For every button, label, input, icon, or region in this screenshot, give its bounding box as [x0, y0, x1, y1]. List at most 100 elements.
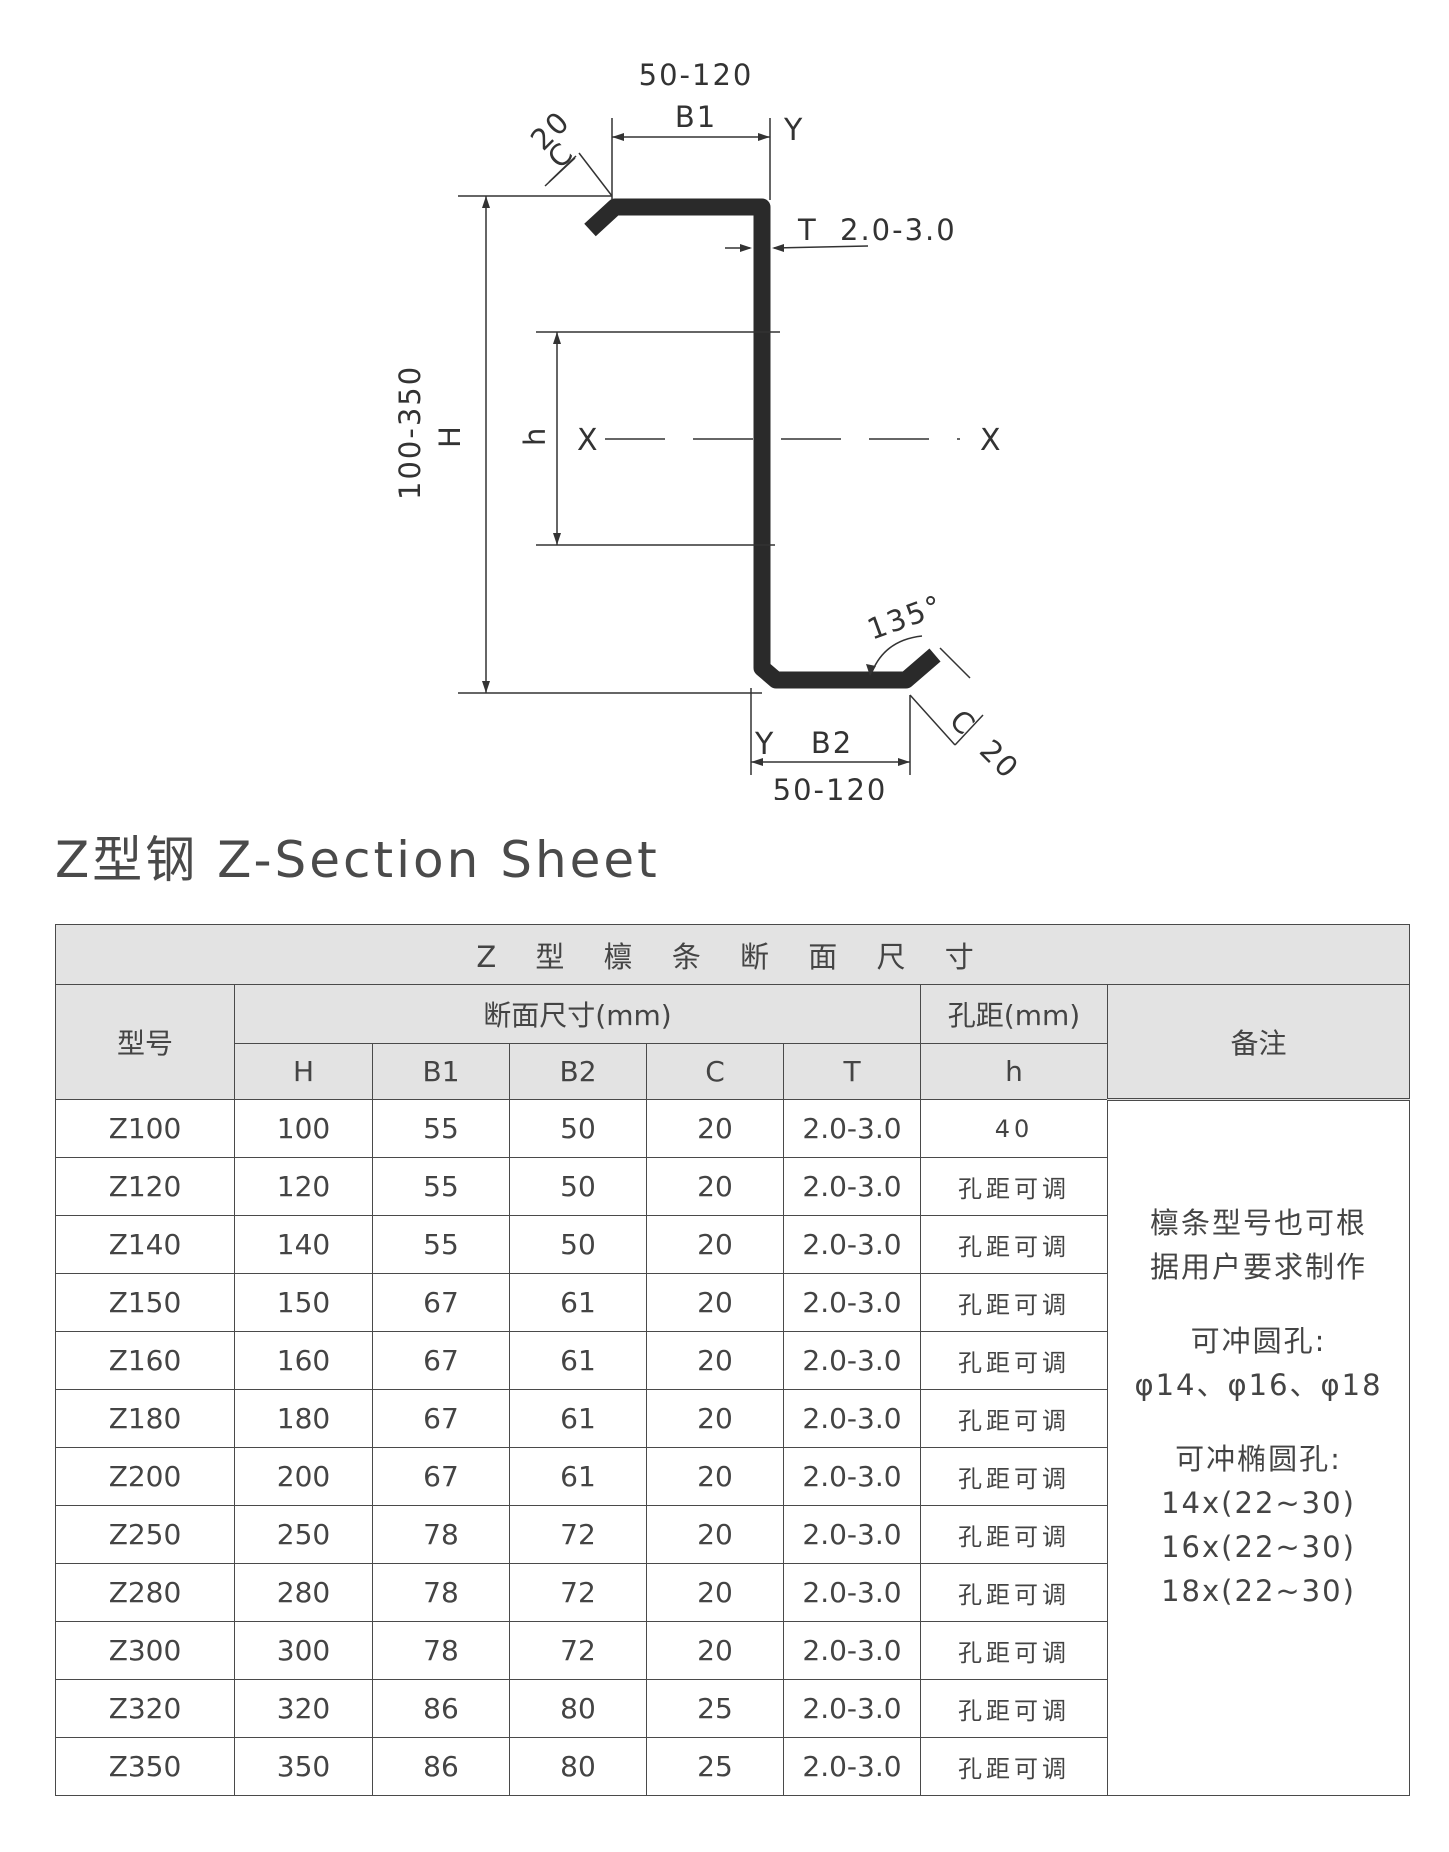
- table-row: Z120 120 55 50 20 2.0-3.0 孔距可调: [55, 1157, 1410, 1216]
- t-leader-right: [773, 245, 869, 249]
- col-header-b1: B1: [372, 1043, 510, 1100]
- cell-model: Z180: [55, 1389, 235, 1448]
- cell-model: Z250: [55, 1505, 235, 1564]
- cell-b1: 78: [372, 1505, 510, 1564]
- cell-b1: 67: [372, 1389, 510, 1448]
- table-row: Z250 250 78 72 20 2.0-3.0 孔距可调: [55, 1505, 1410, 1564]
- notes-line-8: 18x(22~30): [1161, 1574, 1356, 1608]
- cell-t: 2.0-3.0: [783, 1563, 921, 1622]
- hole-h-label: h: [518, 426, 552, 446]
- cell-c: 20: [646, 1563, 784, 1622]
- lip-bottom-dim: [954, 714, 984, 746]
- top-width-range-label: 50-120: [639, 58, 754, 92]
- cell-h: 350: [234, 1737, 373, 1796]
- cell-c: 20: [646, 1273, 784, 1332]
- cell-c: 20: [646, 1331, 784, 1390]
- cell-b1: 67: [372, 1273, 510, 1332]
- table-row: Z350 350 86 80 25 2.0-3.0 孔距可调: [55, 1737, 1410, 1796]
- cell-b1: 55: [372, 1157, 510, 1216]
- col-header-notes: 备注: [1106, 984, 1411, 1100]
- table-row: Z140 140 55 50 20 2.0-3.0 孔距可调: [55, 1215, 1410, 1274]
- cell-t: 2.0-3.0: [783, 1447, 921, 1506]
- notes-cell: 檩条型号也可根 据用户要求制作 可冲圆孔: φ14、φ16、φ18 可冲椭圆孔:…: [1106, 1098, 1411, 1796]
- cell-c: 20: [646, 1621, 784, 1680]
- angle-arrow: [866, 664, 876, 676]
- table-row: Z320 320 86 80 25 2.0-3.0 孔距可调: [55, 1679, 1410, 1738]
- table-header-row-1: 型号 断面尺寸(mm) 孔距(mm) 备注: [55, 984, 1411, 1100]
- cell-b2: 61: [509, 1331, 647, 1390]
- col-header-t: T: [783, 1043, 921, 1100]
- cell-c: 20: [646, 1099, 784, 1158]
- cell-t: 2.0-3.0: [783, 1099, 921, 1158]
- lip-top-ext-2: [578, 152, 613, 197]
- cell-hole: 40: [920, 1099, 1108, 1158]
- notes-line-3: 可冲圆孔:: [1190, 1324, 1327, 1358]
- cell-t: 2.0-3.0: [783, 1157, 921, 1216]
- cell-model: Z120: [55, 1157, 235, 1216]
- lip-bottom-c-label: C: [943, 703, 983, 743]
- cell-b2: 72: [509, 1563, 647, 1622]
- col-header-b2: B2: [509, 1043, 647, 1100]
- cell-b1: 78: [372, 1621, 510, 1680]
- cell-b2: 61: [509, 1273, 647, 1332]
- notes-line-2: 据用户要求制作: [1150, 1250, 1368, 1284]
- cell-h: 280: [234, 1563, 373, 1622]
- cell-t: 2.0-3.0: [783, 1621, 921, 1680]
- cell-t: 2.0-3.0: [783, 1679, 921, 1738]
- cell-h: 140: [234, 1215, 373, 1274]
- cell-hole: 孔距可调: [920, 1679, 1108, 1738]
- cell-b2: 50: [509, 1099, 647, 1158]
- h-arrow-bottom: [482, 681, 490, 693]
- cell-c: 20: [646, 1447, 784, 1506]
- page-title: Z型钢 Z-Section Sheet: [55, 831, 660, 889]
- cell-b1: 78: [372, 1563, 510, 1622]
- table-header-row-2: H B1 B2 C T h: [56, 1043, 1410, 1100]
- col-header-c: C: [646, 1043, 784, 1100]
- cell-t: 2.0-3.0: [783, 1505, 921, 1564]
- b2-arrow-right: [898, 758, 910, 766]
- cell-model: Z160: [55, 1331, 235, 1390]
- cell-model: Z140: [55, 1215, 235, 1274]
- y-axis-label-bottom: Y: [754, 727, 774, 762]
- cell-h: 120: [234, 1157, 373, 1216]
- cell-t: 2.0-3.0: [783, 1389, 921, 1448]
- cell-b2: 61: [509, 1389, 647, 1448]
- cell-hole: 孔距可调: [920, 1447, 1108, 1506]
- table-row: Z100 100 55 50 20 2.0-3.0 40 檩条型号也可根 据用户…: [55, 1098, 1411, 1796]
- col-header-hole-spacing: 孔距(mm): [920, 984, 1108, 1044]
- cell-hole: 孔距可调: [920, 1737, 1108, 1796]
- cell-b2: 72: [509, 1505, 647, 1564]
- cell-b2: 80: [509, 1737, 647, 1796]
- y-axis-label-top: Y: [783, 113, 803, 148]
- bottom-width-range-label: 50-120: [773, 773, 888, 800]
- cell-hole: 孔距可调: [920, 1157, 1108, 1216]
- table-row: Z300 300 78 72 20 2.0-3.0 孔距可调: [55, 1621, 1410, 1680]
- x-axis-label-left: X: [577, 423, 598, 458]
- col-header-h: H: [234, 1043, 373, 1100]
- cell-model: Z280: [55, 1563, 235, 1622]
- cell-b1: 86: [372, 1737, 510, 1796]
- b1-label: B1: [675, 100, 717, 134]
- col-header-hole-symbol: h: [920, 1043, 1108, 1100]
- notes-line-6: 14x(22~30): [1161, 1486, 1356, 1520]
- z-section-diagram: 50-120 B1 Y T 2.0-3.0 20 C 100-350 H h X…: [393, 58, 1026, 800]
- b1-arrow-right: [758, 133, 770, 141]
- cell-t: 2.0-3.0: [783, 1215, 921, 1274]
- t-arrow-right: [772, 244, 784, 252]
- cell-hole: 孔距可调: [920, 1505, 1108, 1564]
- cell-h: 180: [234, 1389, 373, 1448]
- lip-bottom-ext-2: [939, 647, 971, 679]
- table-row: Z200 200 67 61 20 2.0-3.0 孔距可调: [55, 1447, 1410, 1506]
- hole-arrow-bottom: [553, 533, 561, 545]
- cell-b2: 61: [509, 1447, 647, 1506]
- notes-line-7: 16x(22~30): [1161, 1530, 1356, 1564]
- table-row: Z280 280 78 72 20 2.0-3.0 孔距可调: [55, 1563, 1410, 1622]
- cell-h: 150: [234, 1273, 373, 1332]
- cell-h: 200: [234, 1447, 373, 1506]
- table-row: Z160 160 67 61 20 2.0-3.0 孔距可调: [55, 1331, 1410, 1390]
- col-header-section-dims: 断面尺寸(mm): [234, 984, 921, 1044]
- angle-135-label: 135°: [863, 588, 948, 647]
- cell-model: Z350: [55, 1737, 235, 1796]
- hole-arrow-top: [553, 332, 561, 344]
- cell-hole: 孔距可调: [920, 1621, 1108, 1680]
